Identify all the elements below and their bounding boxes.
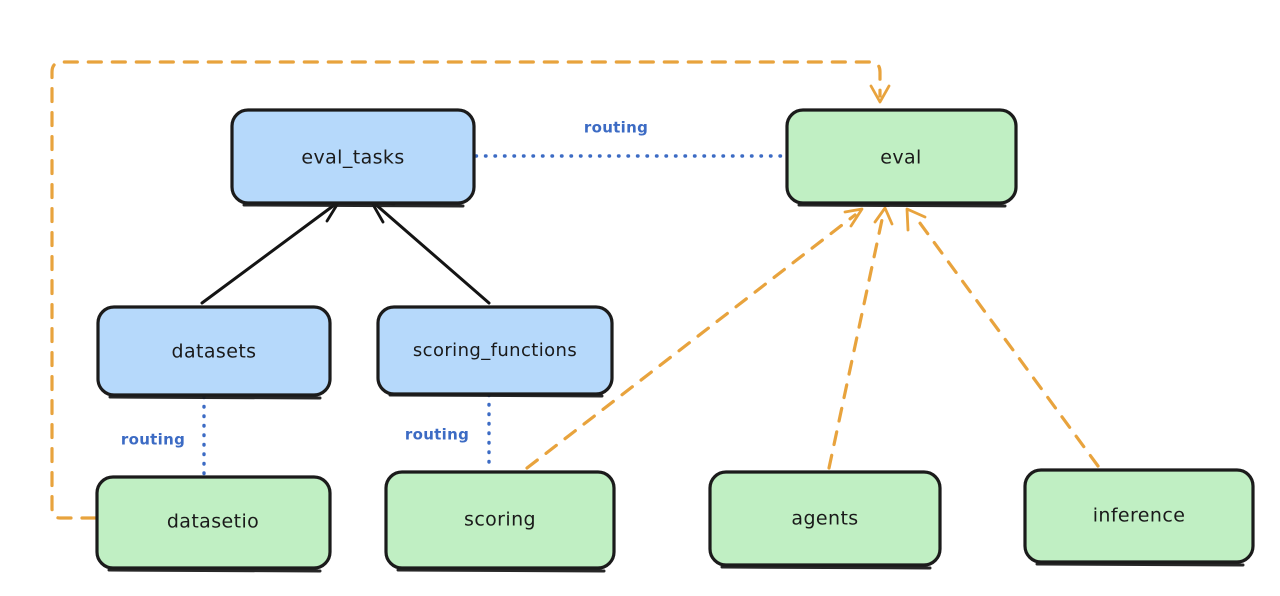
edge-inference-eval (905, 207, 1100, 468)
node-label-agents: agents (791, 508, 858, 530)
edge-scoring-eval (525, 207, 864, 470)
node-scoring[interactable]: scoring (384, 470, 616, 573)
node-datasetio[interactable]: datasetio (95, 475, 332, 573)
node-label-eval: eval (880, 147, 921, 169)
node-label-scoring: scoring (464, 509, 536, 531)
edge-agents-eval (827, 206, 894, 470)
node-label-inference: inference (1093, 505, 1186, 527)
edge-scoring_functions-eval_tasks (369, 199, 491, 305)
node-datasets[interactable]: datasets (96, 305, 332, 400)
node-agents[interactable]: agents (708, 470, 942, 570)
node-scoring_functions[interactable]: scoring_functions (376, 305, 614, 398)
edge-datasets-eval_tasks (200, 198, 342, 305)
node-eval[interactable]: eval (785, 108, 1018, 208)
node-label-datasetio: datasetio (167, 511, 259, 533)
node-eval_tasks[interactable]: eval_tasks (230, 108, 476, 208)
edge-label-routing-datasetio: routing (121, 431, 185, 449)
node-inference[interactable]: inference (1023, 468, 1255, 567)
node-label-eval_tasks: eval_tasks (301, 147, 404, 169)
edge-datasetio-eval (50, 60, 891, 520)
edge-label-routing-eval: routing (584, 119, 648, 137)
edge-label-routing-scoring: routing (405, 426, 469, 444)
node-label-scoring_functions: scoring_functions (413, 340, 577, 361)
node-label-datasets: datasets (172, 341, 257, 363)
